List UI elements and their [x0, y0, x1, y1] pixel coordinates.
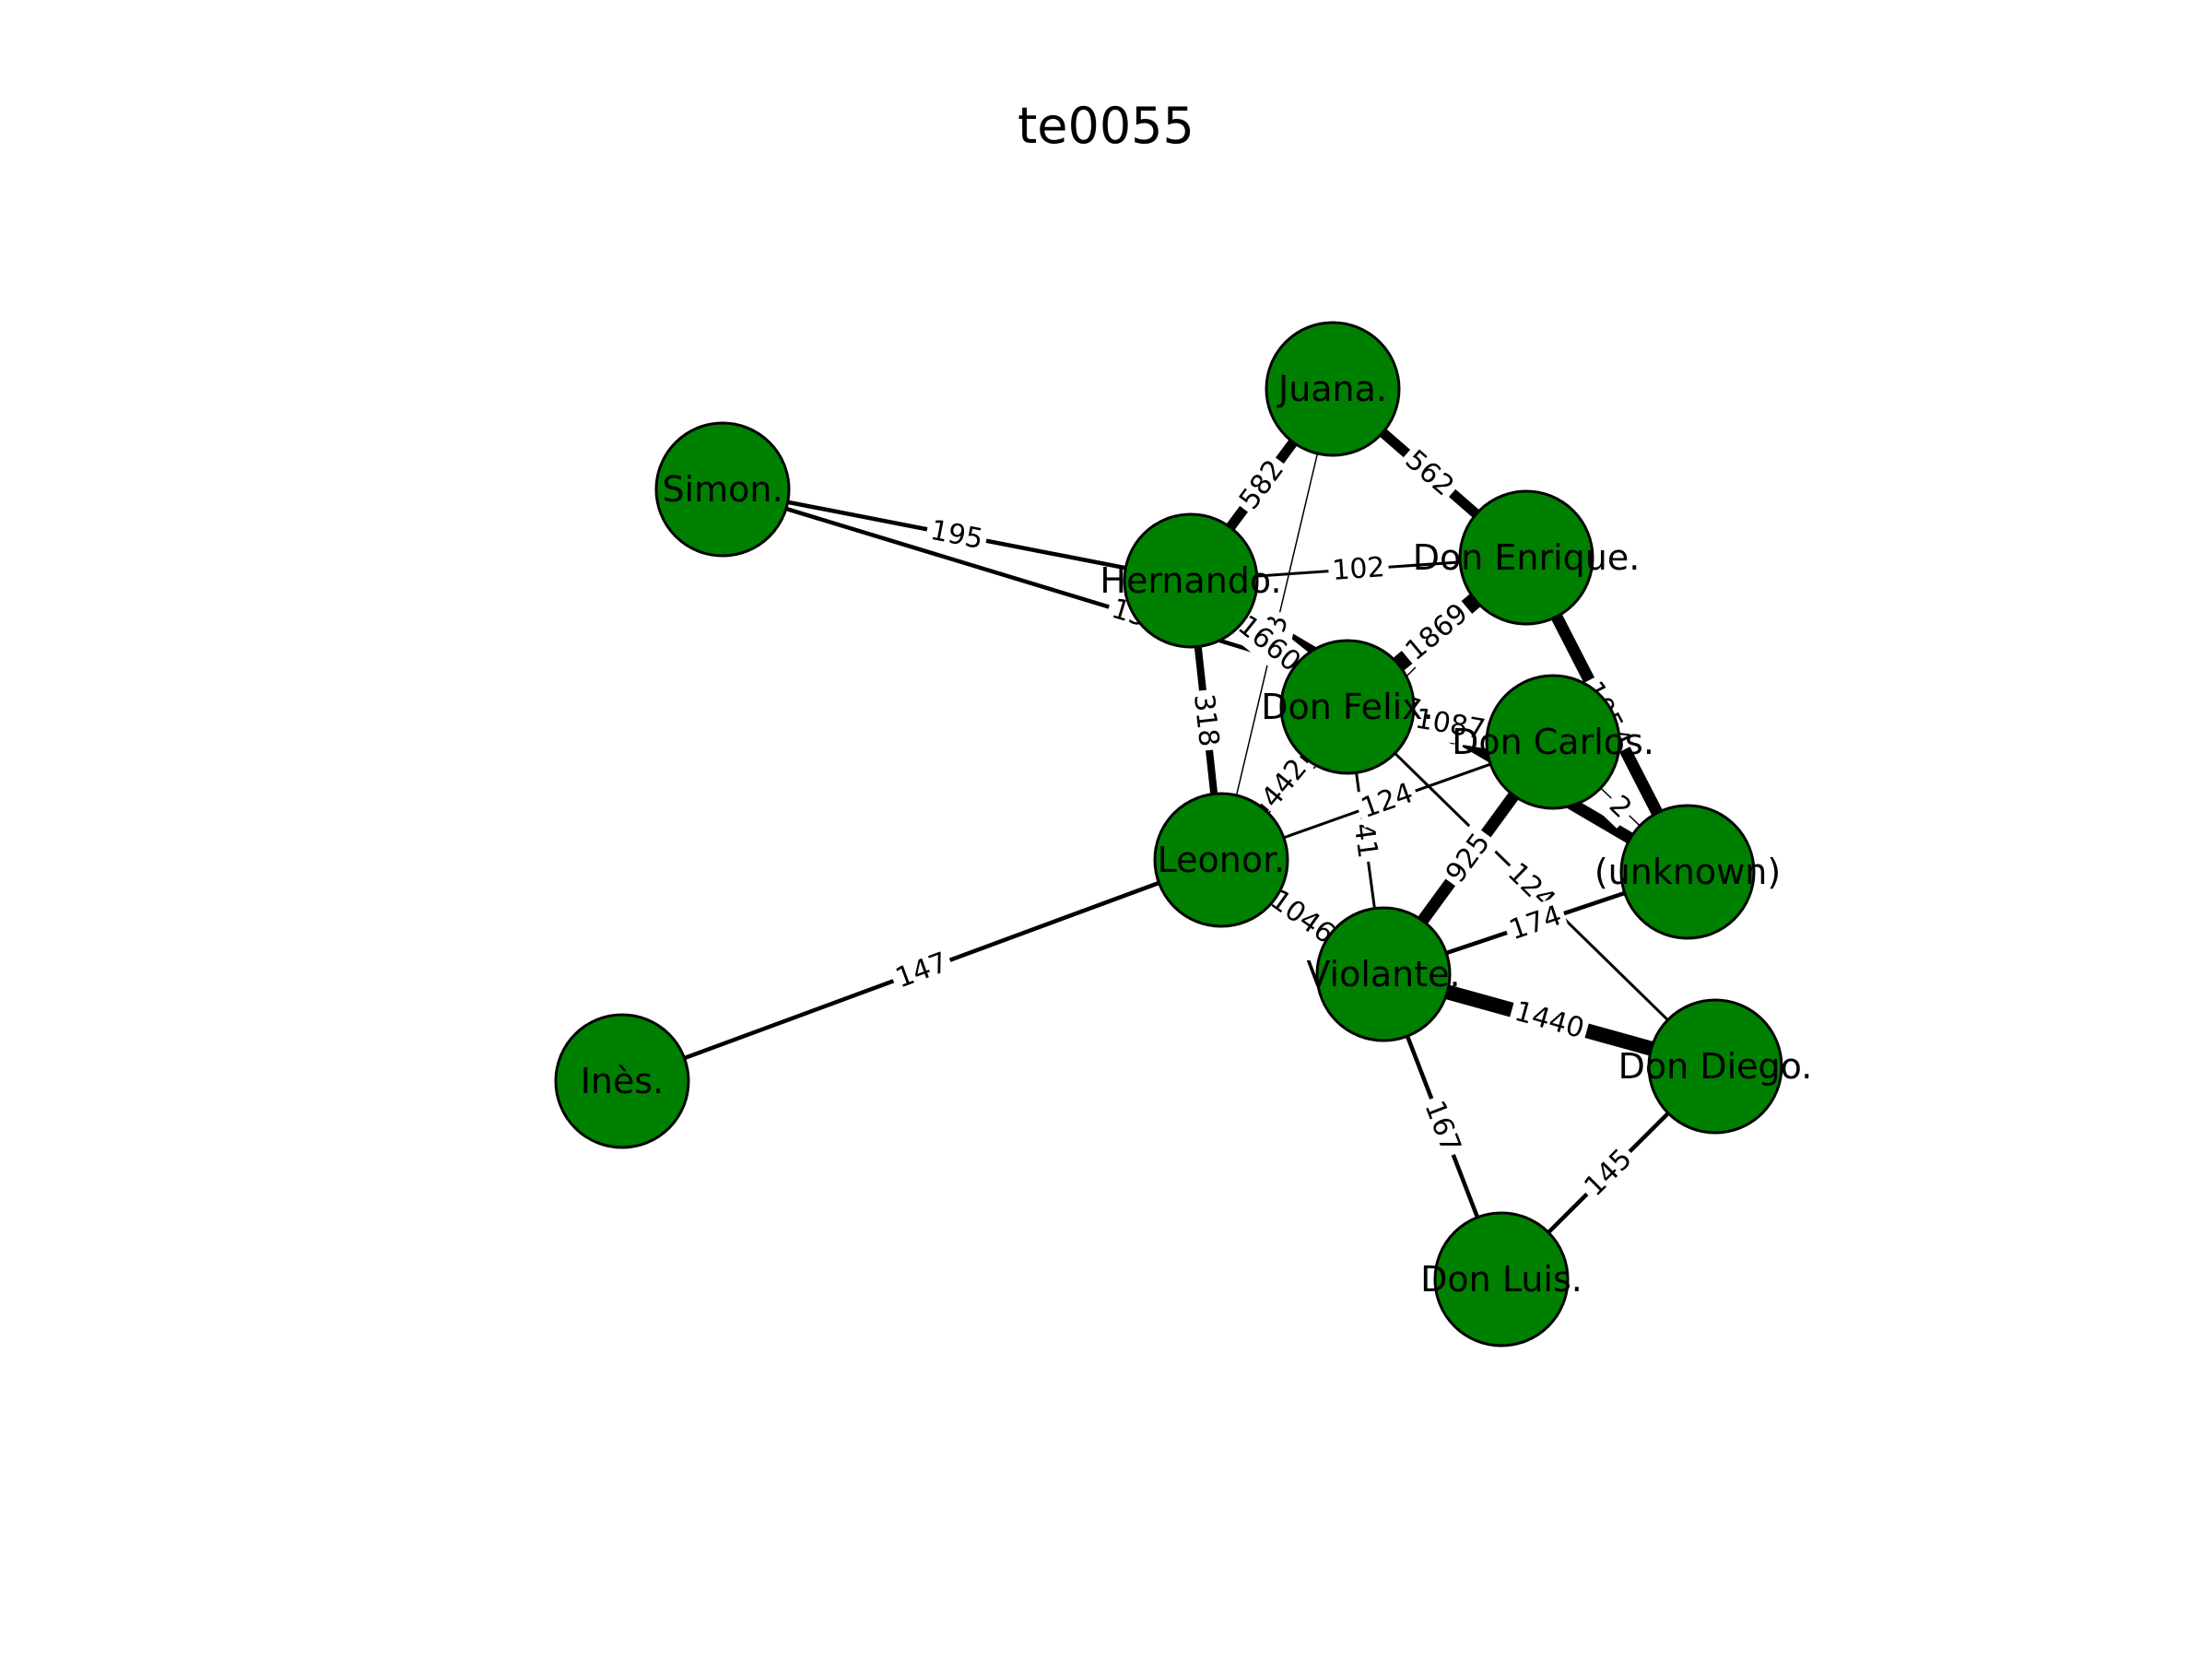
edge-label-text: 318 [1187, 692, 1225, 748]
node-label: Juana. [1277, 369, 1387, 409]
edge-label-bg [1345, 817, 1386, 865]
node-unknown: (unknown) [1594, 804, 1781, 940]
node-hernando: Hernando. [1100, 512, 1282, 649]
edge-label-bg [1415, 1092, 1470, 1161]
node-enrique: Don Enrique. [1413, 489, 1641, 626]
edge-label-hernando-leonor: 318 [1184, 688, 1228, 753]
node-leonor: Leonor. [1153, 792, 1289, 928]
node-circle [554, 1013, 690, 1149]
node-circle [1315, 906, 1452, 1042]
edge-label-simon-hernando: 195 [924, 512, 990, 559]
node-circle [1619, 804, 1756, 940]
node-carlos: Don Carlos. [1452, 674, 1654, 810]
node-label: (unknown) [1594, 852, 1781, 892]
node-label: Simon. [662, 469, 782, 510]
edge-label-bg [1395, 593, 1478, 672]
node-luis: Don Luis. [1420, 1211, 1583, 1347]
node-circle [1153, 792, 1289, 928]
node-violante: Violante. [1306, 906, 1461, 1042]
node-diego: Don Diego. [1618, 998, 1813, 1135]
edge-label-text: 167 [1418, 1096, 1466, 1157]
edge-label-bg [1408, 700, 1492, 749]
node-circle [1647, 998, 1783, 1135]
node-label: Violante. [1306, 954, 1460, 994]
node-label: Don Carlos. [1452, 722, 1654, 762]
edge-label-text: 124 [1357, 777, 1418, 825]
edge-label-bg [1500, 896, 1571, 950]
edge-label-text: 174 [1505, 900, 1565, 947]
node-label: Don Felix. [1261, 687, 1434, 727]
edge-label-violante-unknown: 174 [1500, 896, 1571, 950]
edge-label-bg [1260, 879, 1345, 955]
edge-label-text: 102 [1331, 551, 1386, 587]
edge-label-bg [1227, 605, 1312, 683]
edge-label-bg [1507, 992, 1592, 1049]
edge-label-violante-diego: 1440 [1507, 992, 1592, 1049]
edge-label-bg [1436, 823, 1500, 893]
node-felix: Don Felix. [1261, 639, 1434, 775]
node-label: Leonor. [1158, 840, 1286, 880]
edge-label-bg [1229, 450, 1295, 520]
edge-label-text: 147 [891, 947, 952, 995]
node-label: Hernando. [1100, 560, 1281, 601]
node-circle [1458, 489, 1594, 626]
edge-label-leonor-ines: 147 [887, 943, 957, 998]
edge-label-hernando-enrique: 102 [1327, 548, 1390, 590]
node-label: Don Diego. [1618, 1046, 1813, 1087]
node-simon: Simon. [654, 421, 791, 558]
node-label: Inès. [581, 1061, 665, 1101]
edge-label-bg [887, 943, 957, 998]
node-label: Don Enrique. [1413, 537, 1641, 578]
node-circle [1265, 321, 1401, 457]
node-circle [1279, 639, 1416, 775]
edge-label-text: 195 [928, 514, 986, 556]
node-label: Don Luis. [1420, 1259, 1583, 1300]
edge-label-violante-luis: 167 [1415, 1092, 1470, 1161]
graph-title: te0055 [1018, 97, 1194, 155]
edge-label-carlos-leonor: 124 [1352, 773, 1422, 829]
nodes-layer: Juana. Simon. Hernando. Don Enrique. Don Fel… [554, 321, 1813, 1347]
node-circle [1433, 1211, 1570, 1347]
edge-label-bg [924, 512, 990, 559]
node-circle [654, 421, 791, 558]
edge-label-bg [1184, 688, 1228, 753]
node-circle [1485, 674, 1621, 810]
edge-label-bg [1251, 748, 1318, 818]
edge-label-bg [1574, 1138, 1642, 1207]
edge-label-bg [1598, 785, 1642, 829]
node-circle [1123, 512, 1259, 649]
node-juana: Juana. [1265, 321, 1401, 457]
edge-label-bg [1327, 548, 1390, 590]
edge-label-bg [1394, 440, 1465, 507]
node-ines: Inès. [554, 1013, 690, 1149]
edge-label-bg [1352, 773, 1422, 829]
